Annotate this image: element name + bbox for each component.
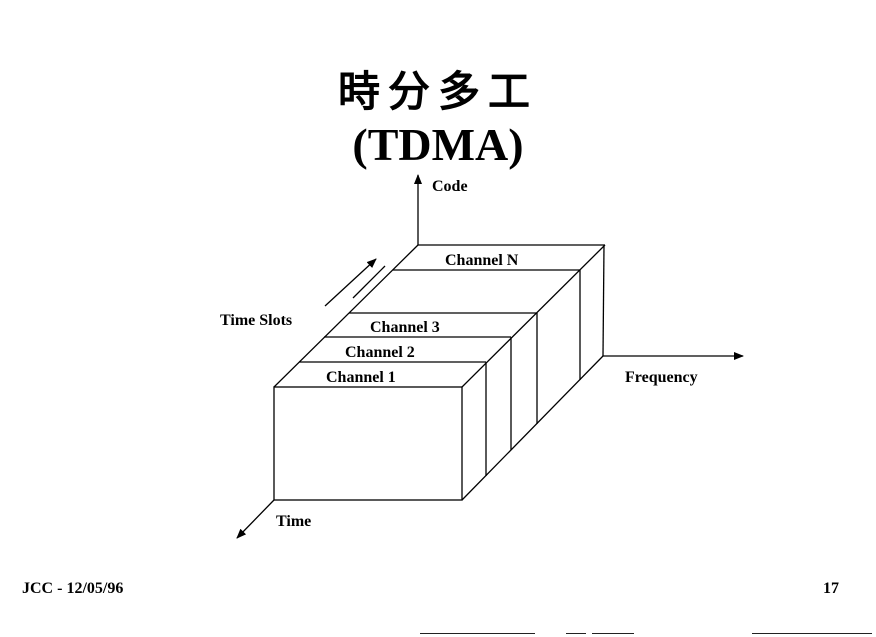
top-left-edge: [273, 244, 419, 388]
scan-artifact-line: [592, 633, 634, 634]
slide-title-chinese: 時分多工: [337, 67, 538, 116]
bottom-right-edge: [461, 355, 604, 501]
scan-artifact-line: [420, 633, 535, 634]
back-right-edge: [602, 244, 605, 357]
channel-label-2: Channel 2: [345, 344, 415, 361]
time-slots-guide-line: [352, 265, 386, 299]
channel-label-3: Channel 3: [370, 319, 440, 336]
channel-label-1: Channel 1: [326, 369, 396, 386]
scan-artifact-line: [752, 633, 872, 634]
channel-label-n: Channel N: [445, 252, 519, 269]
code-axis-label: Code: [432, 178, 468, 195]
frequency-axis-label: Frequency: [625, 369, 698, 386]
time-slots-arrow: [324, 258, 377, 307]
front-face: [273, 386, 463, 501]
time-axis-label: Time: [276, 513, 311, 530]
time-axis: [236, 499, 275, 539]
footer-author-date: JCC - 12/05/96: [22, 580, 124, 597]
page-number: 17: [823, 580, 839, 597]
scan-artifact-line: [566, 633, 586, 634]
slide-title-english: (TDMA): [352, 119, 524, 170]
time-slots-label: Time Slots: [220, 312, 292, 329]
